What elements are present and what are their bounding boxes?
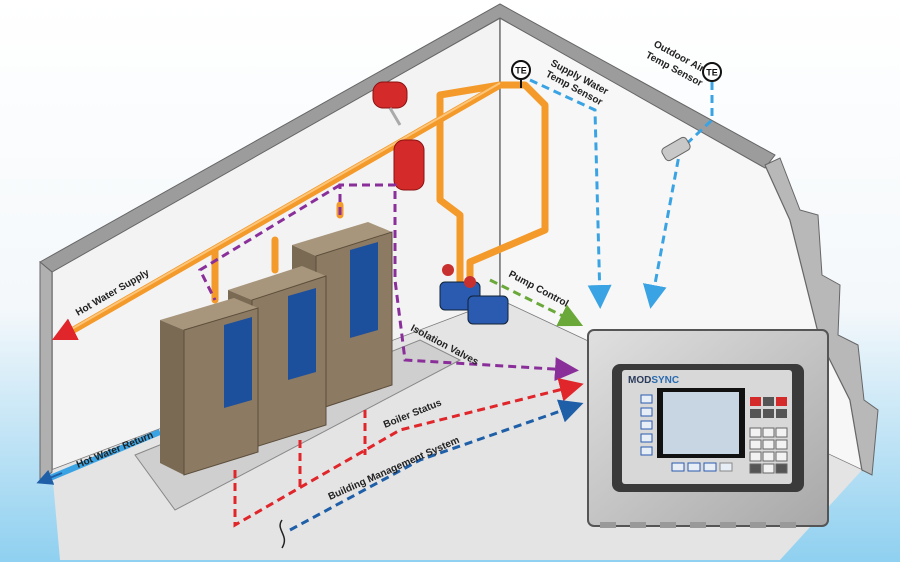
outdoor-sensor-icon	[661, 136, 691, 162]
pump-control-line	[489, 278, 584, 327]
outdoor-temp-sensor-line	[642, 82, 714, 309]
svg-text:TE: TE	[515, 66, 527, 76]
bms-line	[289, 399, 584, 532]
controller-keypad	[749, 427, 788, 474]
controller-bottom-softkeys	[671, 462, 733, 472]
controller-left-softkeys	[640, 394, 653, 456]
controller-screen	[663, 392, 739, 454]
te-badge-supply: TE	[511, 60, 531, 88]
boiler-status-branches	[298, 410, 367, 490]
controller-nav-keys	[750, 397, 787, 418]
isolation-valves-line-branch	[198, 183, 341, 301]
svg-text:TE: TE	[706, 68, 718, 78]
hot-water-supply-pipe	[51, 81, 549, 341]
boiler-1	[160, 298, 259, 476]
wall-left-edge	[39, 260, 53, 484]
boilers	[160, 222, 393, 476]
pumps	[439, 264, 509, 325]
te-badge-outdoor: TE	[702, 62, 722, 82]
expansion-tank	[372, 81, 425, 191]
controller-brand-logo: MODSYNC	[628, 375, 679, 386]
air-separator	[393, 139, 425, 191]
modsync-controller: MODSYNC	[587, 329, 829, 528]
controller-conduit-knockouts	[600, 522, 796, 528]
boiler-status-line	[233, 378, 584, 528]
hot-water-return-pipe	[36, 429, 162, 485]
wall-jagged-edge	[764, 157, 879, 476]
signal-lines	[198, 78, 714, 549]
supply-temp-sensor-line	[529, 78, 612, 309]
isolation-valves-line	[338, 183, 579, 382]
